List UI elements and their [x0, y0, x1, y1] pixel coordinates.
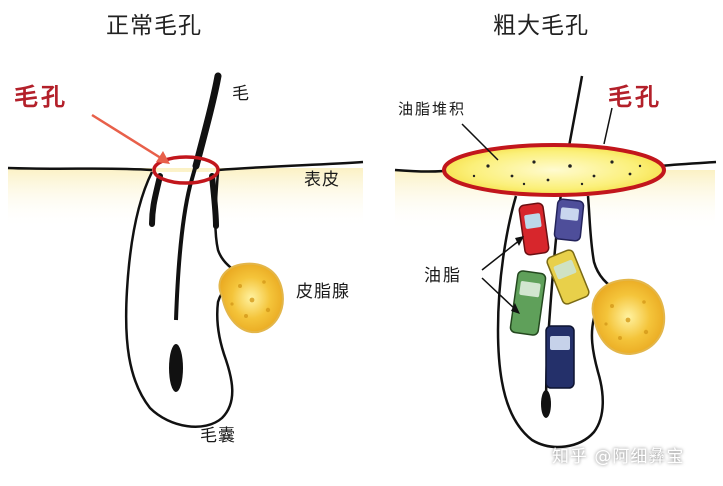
sebum-pointer-line-1: [481, 239, 521, 271]
sebum-pointer-arrowhead-1: [515, 236, 524, 246]
sebum-pointer-line-2: [481, 277, 517, 311]
left-follicle-outline: [124, 171, 247, 428]
left-epidermis-line: [7, 160, 364, 172]
right-gland-texture: [604, 300, 649, 340]
left-pore-arrowhead: [156, 151, 170, 164]
right-pore-ring: [442, 143, 666, 197]
normal-pore-title: 正常毛孔: [106, 13, 202, 39]
hair-label: 毛: [232, 84, 250, 104]
sebum-particle-navy: [545, 325, 575, 389]
right-pore-label: 毛孔: [608, 82, 662, 111]
sebum-pointer-arrowhead-2: [511, 303, 520, 314]
buildup-pointer-line: [461, 123, 499, 161]
left-pore-ring: [152, 155, 220, 185]
enlarged-pore-panel: [394, 75, 717, 449]
oil-buildup-fill: [446, 146, 662, 194]
sebum-particle-yellow: [546, 249, 590, 305]
sebum-particle-red: [518, 202, 550, 256]
left-pore-label: 毛孔: [14, 82, 68, 111]
left-hair-shaft-top: [192, 72, 222, 170]
right-hair-bulb: [541, 390, 551, 418]
sebum-particle-purple: [553, 198, 585, 242]
normal-pore-panel: [7, 72, 364, 428]
left-follicle-inner-left: [149, 173, 163, 227]
enlarged-pore-title: 粗大毛孔: [493, 13, 589, 39]
watermark: 知乎 @阿细彝宝: [552, 447, 685, 467]
left-pore-arrow: [91, 113, 165, 162]
left-follicle-inner-right: [209, 173, 219, 229]
oil-buildup-label: 油脂堆积: [398, 100, 467, 118]
sebum-particle-green: [509, 270, 547, 336]
left-gland-texture: [230, 280, 271, 318]
right-follicle-outline: [496, 195, 624, 449]
left-hair-bulb: [169, 344, 183, 392]
oil-buildup-specks: [472, 160, 642, 186]
follicle-label: 毛囊: [200, 426, 236, 446]
epidermis-label: 表皮: [304, 170, 340, 190]
sebum-label: 油脂: [424, 266, 462, 286]
sebaceous-gland-label: 皮脂腺: [296, 282, 350, 302]
right-sebaceous-gland: [591, 278, 666, 356]
right-pore-pointer-line: [603, 107, 613, 145]
